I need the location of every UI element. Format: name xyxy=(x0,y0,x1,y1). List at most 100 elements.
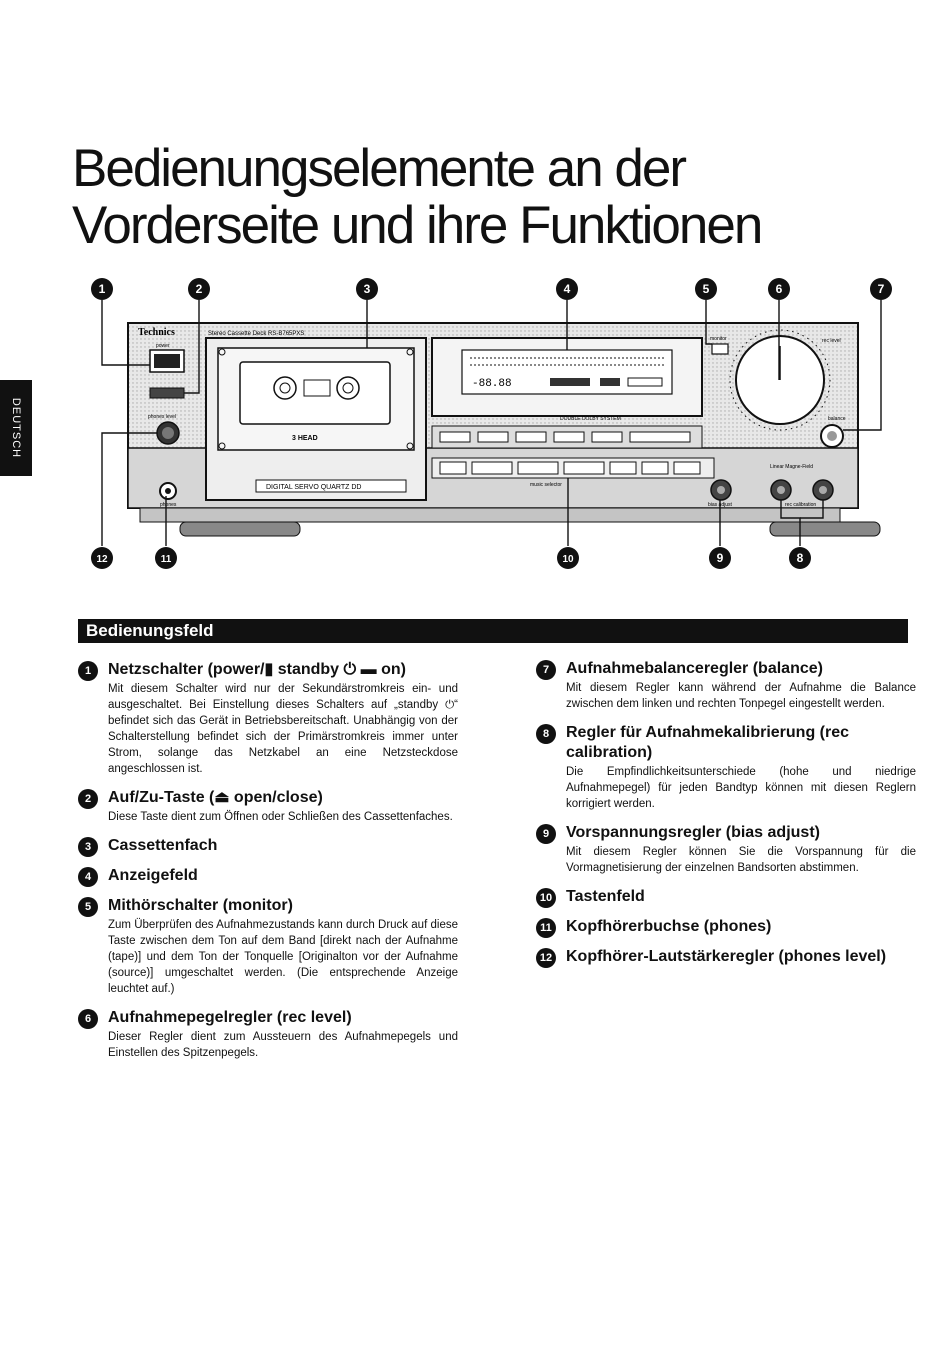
button-u6 xyxy=(629,431,691,443)
item-12-number: 12 xyxy=(536,948,556,968)
section-heading: Bedienungsfeld xyxy=(86,621,214,640)
transport-button-5 xyxy=(609,461,637,475)
deck-foot-right xyxy=(769,521,881,537)
callout-1-dot xyxy=(91,278,113,300)
transport-button-6 xyxy=(641,461,669,475)
item-2: 2 Auf/Zu-Taste (⏏ open/close) Diese Tast… xyxy=(78,788,458,825)
items-left-column: 1 Netzschalter (power/▮ standby ⏻ ▬ on) … xyxy=(78,660,458,1072)
item-9-title: Vorspannungsregler (bias adjust) xyxy=(566,824,820,841)
rec-level-scale xyxy=(729,329,831,431)
item-5-description: Zum Überprüfen des Aufnahmezustands kann… xyxy=(108,919,458,995)
callout-3-dot xyxy=(356,278,378,300)
linear-magne-label: Linear Magne-Field xyxy=(770,464,813,470)
callout-6-dot xyxy=(768,278,790,300)
callout-8-dot xyxy=(789,547,811,569)
item-2-title: Auf/Zu-Taste (⏏ open/close) xyxy=(108,789,323,806)
display-indicator-b xyxy=(600,378,620,386)
item-1-title: Netzschalter (power/▮ standby ⏻ ▬ on) xyxy=(108,661,406,678)
leader-1 xyxy=(101,300,150,366)
item-12-title: Kopfhörer-Lautstärkeregler (phones level… xyxy=(566,948,887,965)
button-u2 xyxy=(477,431,509,443)
display-counter: -88.88 xyxy=(472,378,512,390)
item-9: 9 Vorspannungsregler (bias adjust) Mit d… xyxy=(536,823,916,876)
callout-9-dot xyxy=(709,547,731,569)
item-1-number: 1 xyxy=(78,661,98,681)
model-label: Stereo Cassette Deck RS-B765PXS xyxy=(208,331,304,337)
item-3-number: 3 xyxy=(78,837,98,857)
screw-tr xyxy=(406,348,414,356)
callout-2-dot xyxy=(188,278,210,300)
callout-2: 2 xyxy=(196,282,203,296)
item-6-description: Dieser Regler dient zum Aussteuern des A… xyxy=(108,1031,458,1059)
leader-12 xyxy=(101,432,157,546)
phones-label: phones xyxy=(160,502,177,508)
item-1-description: Mit diesem Schalter wird nur der Sekundä… xyxy=(108,683,458,775)
brand-label: Technics xyxy=(138,327,175,338)
monitor-switch xyxy=(711,343,729,355)
item-7-description: Mit diesem Regler kann während der Aufna… xyxy=(566,682,916,710)
bias-adjust-knob-center xyxy=(717,486,725,494)
callout-7: 7 xyxy=(878,282,885,296)
items-right-column: 7 Aufnahmebalanceregler (balance) Mit di… xyxy=(536,659,916,977)
leader-5 xyxy=(705,300,712,345)
leader-2 xyxy=(184,300,200,394)
transport-button-1 xyxy=(439,461,467,475)
cassette-deck-illustration: Technics Stereo Cassette Deck RS-B765PXS… xyxy=(91,278,892,569)
screw-tl xyxy=(218,348,226,356)
callout-1: 1 xyxy=(99,282,106,296)
transport-button-2 xyxy=(471,461,513,475)
transport-button-3 xyxy=(517,461,559,475)
callout-12-dot xyxy=(91,547,113,569)
power-switch-face xyxy=(154,354,180,368)
item-7: 7 Aufnahmebalanceregler (balance) Mit di… xyxy=(536,659,916,712)
callout-10-dot xyxy=(557,547,579,569)
rec-cal-knob-right-center xyxy=(819,486,827,494)
item-4-number: 4 xyxy=(78,867,98,887)
transport-button-4 xyxy=(563,461,605,475)
leader-lines xyxy=(101,300,882,546)
tape-reel-right-hub xyxy=(342,382,354,394)
item-7-number: 7 xyxy=(536,660,556,680)
drive-label-plate xyxy=(255,479,407,493)
button-u3 xyxy=(515,431,547,443)
page-title-line-2: Vorderseite und ihre Funktionen xyxy=(72,196,763,255)
dolby-label: DOUBLE DOLBY SYSTEM xyxy=(560,416,621,422)
callout-7-dot xyxy=(870,278,892,300)
leader-8a xyxy=(780,500,801,546)
item-3-title: Cassettenfach xyxy=(108,837,218,854)
item-2-description: Diese Taste dient zum Öffnen oder Schlie… xyxy=(108,811,453,823)
display-window xyxy=(461,349,673,395)
section-heading-bar: Bedienungsfeld xyxy=(78,619,908,643)
item-4: 4 Anzeigefeld xyxy=(78,866,458,887)
item-9-description: Mit diesem Regler können Sie die Vorspan… xyxy=(566,846,916,874)
power-label: power xyxy=(156,343,170,349)
item-10-title: Tastenfeld xyxy=(566,888,645,905)
phones-level-label: phones level xyxy=(148,414,176,420)
item-10-number: 10 xyxy=(536,888,556,908)
rec-cal-knob-left-center xyxy=(777,486,785,494)
balance-label: balance xyxy=(828,416,846,422)
display-indicator-c xyxy=(627,377,663,387)
item-11-number: 11 xyxy=(536,918,556,938)
item-10: 10 Tastenfeld xyxy=(536,887,916,908)
item-5-number: 5 xyxy=(78,897,98,917)
drive-label: DIGITAL SERVO QUARTZ DD xyxy=(266,484,361,491)
callout-8: 8 xyxy=(797,551,804,565)
item-1: 1 Netzschalter (power/▮ standby ⏻ ▬ on) … xyxy=(78,660,458,777)
rec-level-label: rec level xyxy=(822,338,841,344)
callout-5: 5 xyxy=(703,282,710,296)
head-label: 3 HEAD xyxy=(292,435,318,442)
callout-9: 9 xyxy=(717,551,724,565)
language-tab-label: DEUTSCH xyxy=(10,397,22,459)
callout-11-dot xyxy=(155,547,177,569)
callout-5-dot xyxy=(695,278,717,300)
open-close-button xyxy=(149,387,185,399)
callout-3: 3 xyxy=(364,282,371,296)
page-title: Bedienungselemente an der Vorderseite un… xyxy=(72,140,763,255)
callout-11: 11 xyxy=(161,554,172,565)
music-selector-label: music selector xyxy=(530,482,562,488)
callout-4: 4 xyxy=(564,282,571,296)
transport-button-7 xyxy=(673,461,701,475)
item-8: 8 Regler für Aufnahmekalibrierung (rec c… xyxy=(536,723,916,812)
deck-foot-left xyxy=(179,521,301,537)
